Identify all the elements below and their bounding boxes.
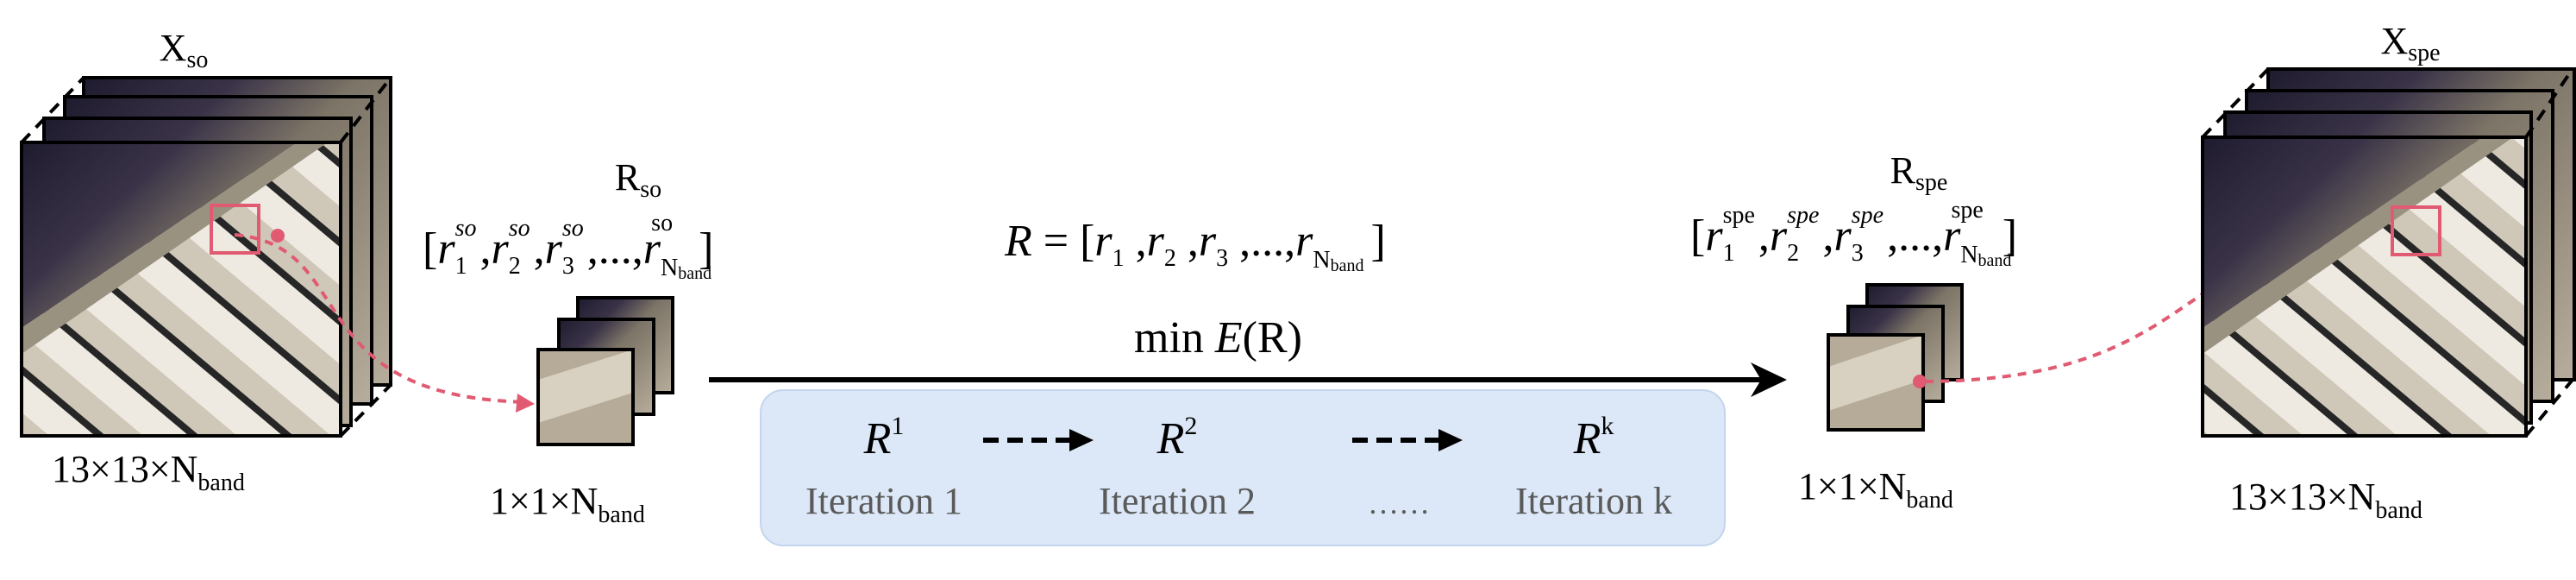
left-pixel-connector [234, 233, 529, 404]
left-depth-edge-bottom-right [339, 383, 392, 438]
small-right-vector: [r1spe,r2spe,r3spe,...,rNbandspe] [1690, 197, 2017, 270]
iteration-1-symbol: R1 [863, 412, 905, 463]
left-image-stack [20, 76, 392, 438]
iteration-1-label: Iteration 1 [805, 480, 962, 522]
iteration-k-label: Iteration k [1515, 480, 1672, 522]
small-left-vector: [r1so,r2so,r3so,...,rNbandso] [423, 210, 713, 283]
iteration-2-symbol: R2 [1156, 412, 1198, 463]
left-front-image [22, 142, 341, 436]
right-front-frame [2201, 136, 2528, 438]
right-image-stack [2201, 67, 2576, 438]
small-right-front-texture [1828, 335, 1923, 411]
right-depth-edge-top-right [2524, 67, 2574, 139]
left-cube-size-label: 13×13×Nband [52, 448, 245, 496]
left-pixel-highlight [210, 204, 260, 255]
small-left-front-frame [536, 348, 635, 446]
small-right-title: Rspe [1890, 149, 1948, 196]
iteration-box [760, 389, 1726, 546]
main-arrow-head [1751, 362, 1787, 397]
right-pixel-highlight [2391, 205, 2441, 256]
iteration-2: R2 Iteration 2 [1099, 412, 1256, 522]
right-depth-edge-top-left [2201, 67, 2270, 139]
iteration-1: R1 Iteration 1 [805, 412, 962, 522]
left-connector-dot [271, 229, 285, 243]
left-front-frame [20, 141, 342, 438]
small-right-stack [1827, 283, 1964, 432]
right-front-image [2203, 137, 2526, 436]
left-depth-edge-top-right [339, 76, 392, 144]
iteration-arrow-1-head [1069, 429, 1094, 451]
right-cube-title: Xspe [2380, 20, 2440, 66]
right-cube-size-label: 13×13×Nband [2229, 476, 2422, 524]
small-left-size-label: 1×1×Nband [490, 480, 645, 528]
iteration-2-label: Iteration 2 [1099, 480, 1256, 522]
right-connector-dot [1913, 375, 1927, 388]
left-connector-arrowhead [516, 394, 535, 413]
iteration-k: Rk Iteration k [1515, 412, 1672, 522]
center-equation: R = [r1 ,r2 ,r3 ,...,rNband] [1004, 217, 1386, 275]
small-left-title: Rso [615, 156, 661, 203]
iteration-ellipsis: …… [1368, 486, 1430, 520]
small-right-size-label: 1×1×Nband [1798, 465, 1953, 514]
left-depth-edge-top-left [20, 76, 85, 144]
objective-label: min E(R) [1134, 313, 1302, 362]
iteration-arrow-2-head [1438, 429, 1463, 451]
small-left-stack [536, 296, 674, 446]
left-cube-title: Xso [160, 27, 209, 73]
iteration-k-symbol: Rk [1573, 412, 1614, 463]
small-left-front-texture [538, 350, 633, 423]
